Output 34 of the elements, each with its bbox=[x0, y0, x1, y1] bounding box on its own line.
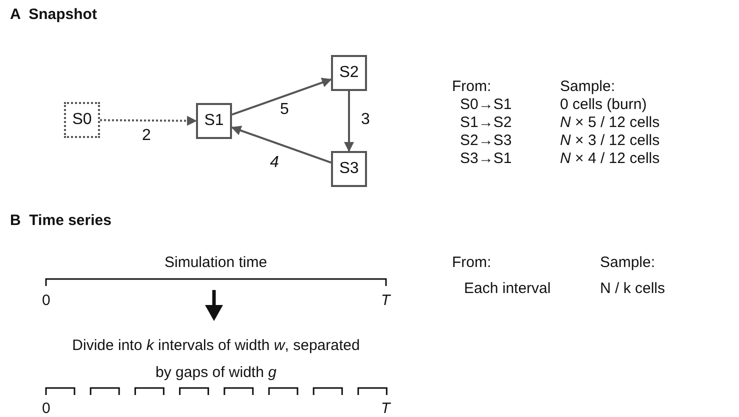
table-cell: Each interval bbox=[464, 280, 551, 298]
state-box: S0 bbox=[64, 102, 100, 138]
column-header: Sample: bbox=[560, 78, 616, 96]
state-box: S2 bbox=[331, 55, 367, 91]
table-cell: N × 4 / 12 cells bbox=[560, 150, 660, 168]
panel-title: B Time series bbox=[10, 212, 112, 230]
column-header: From: bbox=[452, 78, 492, 96]
table-cell: S1→S2 bbox=[460, 114, 512, 132]
panel-title: A Snapshot bbox=[10, 6, 97, 24]
arrow bbox=[232, 78, 332, 116]
column-header: Sample: bbox=[600, 254, 656, 272]
table-cell: S0→S1 bbox=[460, 96, 512, 114]
table-cell: 0 cells (burn) bbox=[560, 96, 647, 114]
table-cell: N × 5 / 12 cells bbox=[560, 114, 660, 132]
state-box: S1 bbox=[196, 103, 232, 139]
arrow bbox=[100, 116, 197, 126]
arrow bbox=[231, 126, 332, 164]
table-cell: S2→S3 bbox=[460, 132, 512, 150]
description-text: Divide into k intervals of width w, separated by gaps of width g bbox=[71, 336, 361, 383]
edge-label: 3 bbox=[361, 111, 370, 129]
axis-title: Simulation time bbox=[164, 254, 268, 272]
tick-label: T bbox=[381, 400, 390, 417]
tick-label: 0 bbox=[42, 400, 50, 417]
edge-label: 4 bbox=[270, 154, 279, 172]
table-cell: N × 3 / 12 cells bbox=[560, 132, 660, 150]
column-header: From: bbox=[452, 254, 492, 272]
tick-label: T bbox=[381, 292, 390, 310]
arrow bbox=[344, 91, 354, 152]
edge-label: 5 bbox=[280, 101, 289, 119]
table-cell: S3→S1 bbox=[460, 150, 512, 168]
tick-label: 0 bbox=[42, 292, 50, 310]
table-cell: N / k cells bbox=[600, 280, 666, 298]
state-box: S3 bbox=[331, 151, 367, 187]
edge-label: 2 bbox=[142, 127, 151, 145]
